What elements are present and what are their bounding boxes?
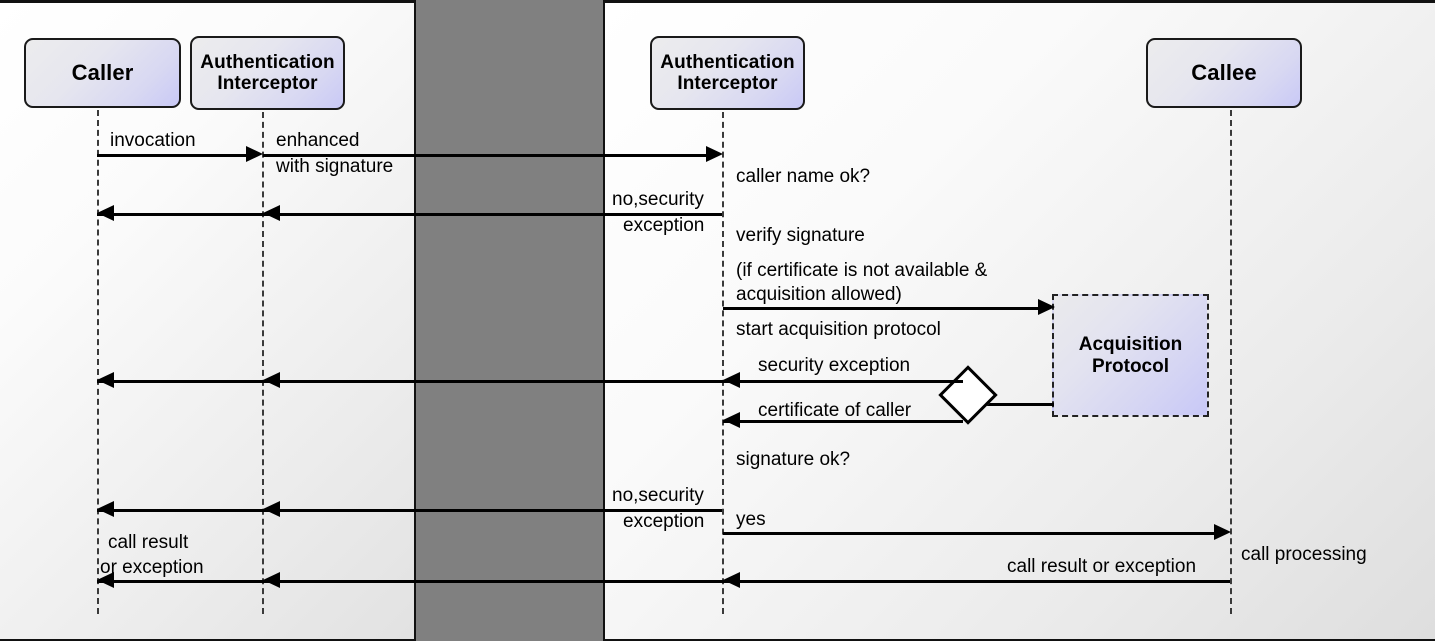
lifeline-box-callee[interactable]: Callee <box>1146 38 1302 108</box>
lifeline-box-authentication-interceptor-left[interactable]: Authentication Interceptor <box>190 36 345 110</box>
arrowhead-security-exception-caller <box>97 372 114 388</box>
acquisition-protocol-label: Acquisition Protocol <box>1079 334 1182 377</box>
lifeline-box-caller-label: Caller <box>71 59 134 85</box>
fork-connector-stem <box>984 403 1054 406</box>
message-label-call-result: call result <box>108 532 189 553</box>
message-label-security-exception: security exception <box>758 355 911 376</box>
message-label-exception-2: exception <box>623 511 705 532</box>
lifeline-box-auth-left-label: Authentication Interceptor <box>200 52 334 95</box>
guard-note-line1: (if certificate is not available & <box>736 260 988 281</box>
arrowhead-call-result-auth-right <box>723 572 740 588</box>
message-label-call-result-or-exception: call result or exception <box>1007 556 1197 577</box>
lifeline-box-authentication-interceptor-right[interactable]: Authentication Interceptor <box>650 36 805 110</box>
arrowhead-yes <box>1214 524 1231 540</box>
message-line-yes <box>723 532 1217 535</box>
acq-line2: Protocol <box>1091 355 1170 377</box>
arrowhead-security-exception-auth-right <box>723 372 740 388</box>
acquisition-protocol-fragment[interactable]: Acquisition Protocol <box>1052 294 1209 417</box>
arrowhead-call-result-auth-left <box>263 572 280 588</box>
lifeline-caller <box>97 110 99 614</box>
message-label-exception-1: exception <box>623 215 705 236</box>
message-label-invocation: invocation <box>110 130 196 151</box>
message-line-security-exception <box>97 380 963 383</box>
arrowhead-certificate-of-caller <box>723 412 740 428</box>
auth-left-line1: Authentication <box>200 51 335 73</box>
guard-note-line2: acquisition allowed) <box>736 284 902 305</box>
message-line-call-result-or-exception <box>97 580 1230 583</box>
message-line-invocation <box>97 154 249 157</box>
message-label-no-security-1: no,security <box>612 189 704 210</box>
note-caller-name-ok: caller name ok? <box>736 166 871 187</box>
message-label-or-exception: or exception <box>100 557 204 578</box>
lifeline-auth-interceptor-left <box>262 112 264 614</box>
arrowhead-start-acquisition-protocol <box>1038 299 1055 315</box>
arrowhead-no-security-exception-1-auth-left <box>263 205 280 221</box>
message-label-enhanced: enhanced <box>276 130 360 151</box>
auth-right-line2: Interceptor <box>677 73 778 94</box>
message-label-start-acquisition-protocol: start acquisition protocol <box>736 319 941 340</box>
message-label-with-signature: with signature <box>276 156 394 177</box>
arrowhead-no-security-exception-2-caller <box>97 501 114 517</box>
note-verify-signature: verify signature <box>736 225 865 246</box>
arrowhead-security-exception-auth-left <box>263 372 280 388</box>
message-label-yes: yes <box>736 509 766 530</box>
message-line-start-acquisition-protocol <box>723 307 1041 310</box>
lifeline-box-auth-right-label: Authentication Interceptor <box>660 52 794 95</box>
message-line-no-security-exception-2 <box>97 509 722 512</box>
arrowhead-invocation <box>246 146 263 162</box>
note-signature-ok: signature ok? <box>736 449 851 470</box>
message-line-enhanced-with-signature <box>263 154 709 157</box>
message-line-no-security-exception-1 <box>97 213 722 216</box>
lifeline-callee <box>1230 110 1232 614</box>
lifeline-box-callee-label: Callee <box>1191 59 1257 85</box>
message-label-certificate-of-caller: certificate of caller <box>758 400 912 421</box>
arrowhead-call-result-caller <box>97 572 114 588</box>
auth-right-line1: Authentication <box>660 51 795 73</box>
arrowhead-no-security-exception-1-caller <box>97 205 114 221</box>
note-call-processing: call processing <box>1241 544 1367 565</box>
lifeline-box-caller[interactable]: Caller <box>24 38 181 108</box>
message-line-certificate-of-caller <box>723 420 963 423</box>
arrowhead-enhanced-with-signature <box>706 146 723 162</box>
arrowhead-no-security-exception-2-auth-left <box>263 501 280 517</box>
lifeline-auth-interceptor-right <box>722 112 724 614</box>
message-label-no-security-2: no,security <box>612 485 704 506</box>
auth-left-line2: Interceptor <box>217 73 318 94</box>
acq-line1: Acquisition <box>1078 333 1183 355</box>
